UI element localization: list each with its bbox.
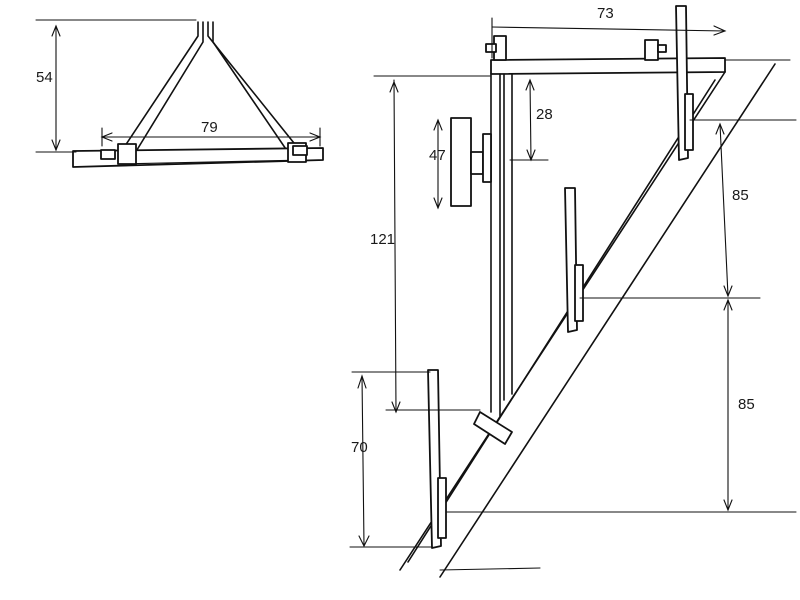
joint-clamp: [473, 411, 513, 445]
disc-arrow-top: [433, 118, 443, 131]
front-width-arrow-left: [100, 132, 113, 142]
lower-arrow-bottom: [358, 535, 370, 548]
disc-arrow-bottom: [433, 197, 443, 210]
diagonal-beam-left: [399, 71, 726, 571]
offset-dim-line: [529, 79, 532, 161]
front-right-pin: [292, 145, 308, 156]
height-arrow-top: [389, 80, 399, 93]
side-view: 73 121 28 47 70 85: [349, 5, 797, 578]
middle-tine: [564, 187, 578, 333]
upper-tine-mount: [684, 93, 694, 151]
disc: [450, 117, 472, 207]
front-width-arrow-right: [309, 132, 322, 142]
top-width-dim-line: [491, 26, 726, 32]
top-right-pin: [657, 44, 667, 53]
lower-label: 70: [351, 439, 368, 456]
right-upper-arrow-bottom: [723, 285, 733, 298]
front-view: 54 79: [35, 19, 324, 168]
height-label: 121: [370, 231, 395, 248]
lower-tine-mount: [437, 477, 447, 539]
front-right-leg-inner: [207, 21, 307, 159]
offset-arrow-bottom: [526, 149, 536, 162]
right-upper-arrow-top: [715, 122, 725, 135]
front-width-label: 79: [201, 119, 218, 136]
height-dim-line: [393, 79, 397, 413]
right-lower-label: 85: [738, 396, 755, 413]
front-left-pin: [100, 149, 116, 160]
offset-label: 28: [536, 106, 553, 123]
disc-bracket: [482, 133, 492, 183]
front-left-bracket: [117, 143, 137, 165]
lower-dim-line: [361, 375, 365, 547]
lower-arrow-top: [357, 374, 367, 389]
top-beam: [490, 57, 726, 75]
top-right-pin-post: [644, 39, 659, 61]
diagonal-beam-inner: [407, 79, 716, 563]
top-width-label: 73: [597, 5, 614, 22]
disc-label: 47: [429, 147, 446, 164]
front-left-leg-inner: [131, 21, 204, 159]
front-height-arrow-bottom: [51, 139, 61, 152]
top-left-pin: [485, 43, 497, 53]
height-arrow-bottom: [391, 401, 401, 414]
right-upper-dim-line: [719, 123, 729, 297]
middle-tine-mount: [574, 264, 584, 322]
front-right-leg: [212, 21, 293, 159]
right-lower-arrow-top: [723, 298, 733, 311]
offset-arrow-top: [525, 78, 535, 91]
ground-ext: [439, 567, 541, 571]
top-width-arrow-right: [713, 25, 727, 36]
front-height-arrow-top: [51, 24, 61, 37]
front-bar-detail: [117, 159, 307, 165]
front-height-label: 54: [36, 69, 53, 86]
right-lower-arrow-bottom: [723, 499, 733, 512]
disc-hub: [470, 151, 484, 175]
front-left-leg: [116, 21, 199, 159]
right-upper-label: 85: [732, 187, 749, 204]
diagonal-beam-right: [439, 63, 776, 578]
